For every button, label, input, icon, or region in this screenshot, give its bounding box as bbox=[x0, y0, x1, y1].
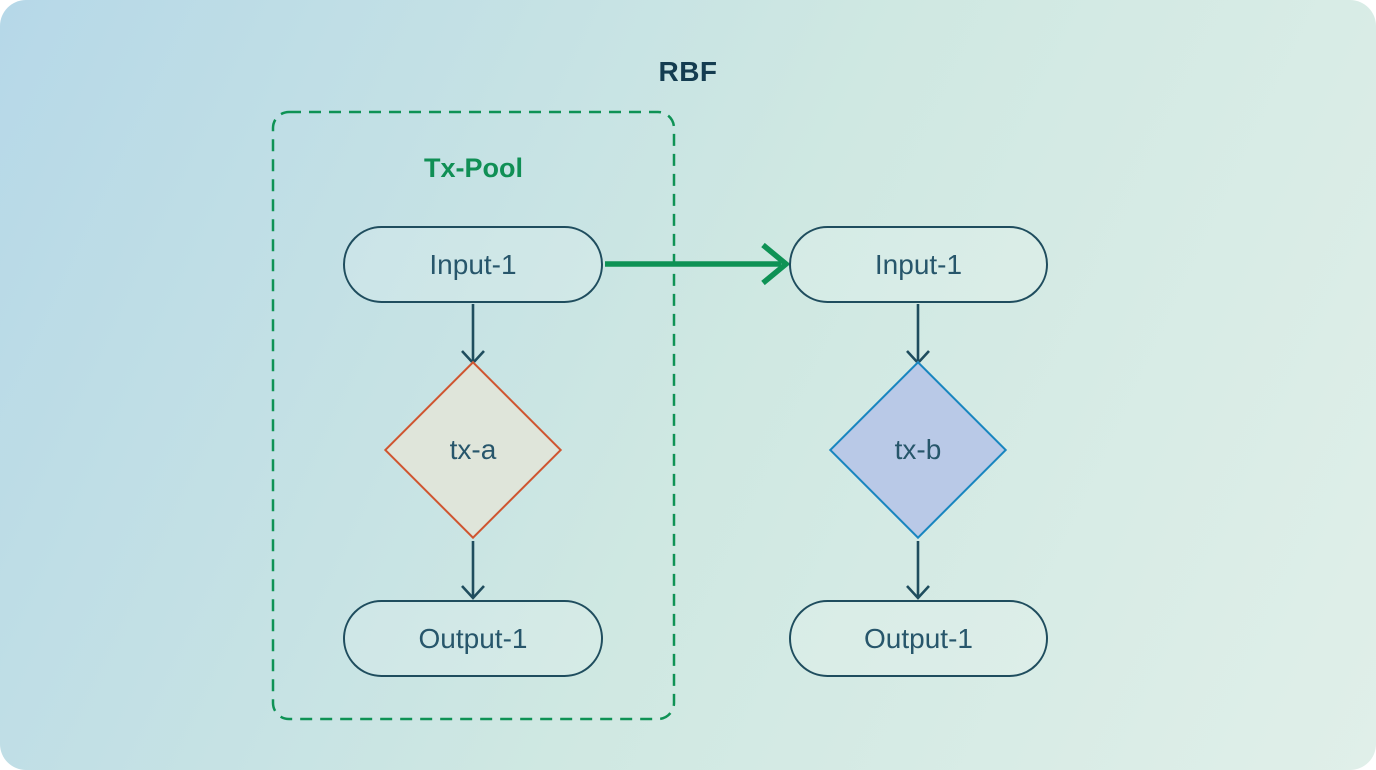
node-output-right-label: Output-1 bbox=[864, 622, 973, 654]
node-output-left-label: Output-1 bbox=[418, 622, 528, 654]
edge-txb-to-output-arrowhead-icon bbox=[906, 585, 930, 600]
txpool-label: Tx-Pool bbox=[424, 153, 523, 183]
node-output-right: Output-1 bbox=[789, 600, 1048, 677]
node-tx-a: tx-a bbox=[383, 360, 563, 540]
edge-txa-to-output-arrowhead-icon bbox=[461, 585, 485, 600]
node-tx-b-label: tx-b bbox=[894, 434, 942, 465]
node-input-left-label: Input-1 bbox=[429, 248, 517, 280]
txpool-dashed-border bbox=[271, 110, 676, 721]
node-tx-a-label: tx-a bbox=[449, 434, 497, 465]
diagram-title: RBF bbox=[658, 56, 718, 87]
node-input-right-label: Input-1 bbox=[874, 248, 963, 280]
node-output-left: Output-1 bbox=[343, 600, 603, 677]
rbf-replace-arrowhead-icon bbox=[761, 242, 791, 286]
node-tx-b: tx-b bbox=[828, 360, 1008, 540]
node-input-left: Input-1 bbox=[343, 226, 603, 303]
node-input-right: Input-1 bbox=[789, 226, 1048, 303]
